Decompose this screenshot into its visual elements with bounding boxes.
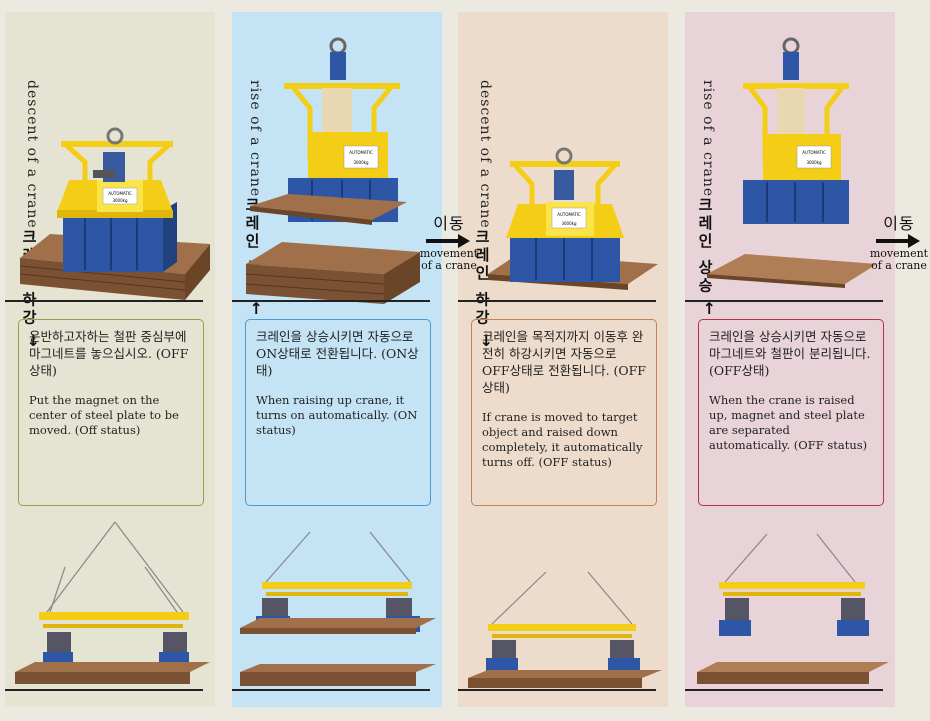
divider: [5, 300, 203, 302]
step-4-text-box: 크레인을 상승시키면 자동으로 마그네트와 철판이 분리됩니다. (OFF상태)…: [698, 319, 884, 506]
spreader-beam-illustration: [468, 571, 662, 688]
movement-indicator-2: 이동 movement of a crane: [868, 210, 930, 272]
spreader-beam-illustration: [697, 533, 889, 684]
step-4-caption: rise of a crane 크레인 상승 ↑: [695, 80, 716, 318]
step-3-panel: descent of a crane 크레인 하강 ↓ AUTOMATIC 30…: [458, 12, 668, 707]
movement-label-ko: 이동: [883, 214, 915, 233]
step-3-text-box: 크레인을 목적지까지 이동후 완전히 하강시키면 자동으로 OFF상태로 전환됩…: [471, 319, 657, 506]
up-arrow-icon: ↑: [702, 299, 716, 319]
magnet-lifting-plate-illustration: AUTOMATIC 3000kg: [245, 37, 420, 304]
step-3-korean-text: 크레인을 목적지까지 이동후 완전히 하강시키면 자동으로 OFF상태로 전환됩…: [482, 329, 646, 395]
movement-label-en-line2: of a crane: [871, 259, 927, 272]
divider: [685, 689, 883, 691]
magnet-label-text: AUTOMATIC: [802, 150, 826, 155]
magnet-label-text: AUTOMATIC: [557, 212, 581, 217]
magnet-released-illustration: AUTOMATIC 3000kg: [707, 37, 877, 288]
magnet-capacity-text: 3000kg: [353, 160, 368, 165]
step-2-caption-en: rise of a crane: [247, 80, 263, 198]
divider: [232, 689, 430, 691]
step-2-english-text: When raising up crane, it turns on autom…: [256, 393, 418, 437]
down-arrow-icon: ↓: [26, 330, 40, 350]
step-2-text-box: 크레인을 상승시키면 자동으로 ON상태로 전환됩니다. (ON상태) When…: [245, 319, 431, 506]
spreader-beam-illustration: [15, 521, 210, 684]
right-arrow-icon: [418, 234, 480, 248]
step-1-korean-text: 운반하고자하는 철판 중심부에 마그네트를 놓으십시오. (OFF 상태): [29, 329, 189, 378]
magnet-capacity-text: 3000kg: [806, 160, 821, 165]
step-1-text-box: 운반하고자하는 철판 중심부에 마그네트를 놓으십시오. (OFF 상태) Pu…: [18, 319, 204, 506]
step-1-caption-en: descent of a crane: [24, 80, 40, 229]
step-1-panel: descent of a crane 크레인 하강 ↓ AUTOMATIC 30…: [5, 12, 215, 707]
step-2-korean-text: 크레인을 상승시키면 자동으로 ON상태로 전환됩니다. (ON상태): [256, 329, 419, 378]
magnet-capacity-text: 3000kg: [561, 221, 576, 226]
movement-indicator-1: 이동 movement of a crane: [418, 210, 480, 272]
right-arrow-icon: [868, 234, 930, 248]
step-4-panel: rise of a crane 크레인 상승 ↑ AUTOMATIC 3000k…: [685, 12, 895, 707]
step-2-panel: rise of a crane 크레인 상승 ↑ AUTOMATIC 3000k…: [232, 12, 442, 707]
step-3-caption: descent of a crane 크레인 하강 ↓: [472, 80, 493, 350]
divider: [232, 300, 430, 302]
movement-label-en-line1: movement: [419, 247, 479, 260]
step-3-caption-en: descent of a crane: [477, 80, 493, 229]
step-4-caption-ko: 크레인 상승: [696, 197, 714, 296]
step-3-caption-ko: 크레인 하강: [473, 228, 491, 327]
step-1-english-text: Put the magnet on the center of steel pl…: [29, 393, 179, 437]
magnet-on-plate-illustration: AUTOMATIC 3000kg: [19, 127, 210, 300]
magnet-lowered-illustration: AUTOMATIC 3000kg: [488, 147, 658, 290]
divider: [458, 300, 656, 302]
down-arrow-icon: ↓: [479, 330, 493, 350]
magnet-label-text: AUTOMATIC: [349, 150, 373, 155]
movement-label-en-line2: of a crane: [421, 259, 477, 272]
divider: [685, 300, 883, 302]
up-arrow-icon: ↑: [249, 299, 263, 319]
divider: [458, 689, 656, 691]
step-4-english-text: When the crane is raised up, magnet and …: [709, 393, 868, 452]
spreader-beam-illustration: [240, 531, 436, 686]
step-4-caption-en: rise of a crane: [700, 80, 716, 198]
magnet-capacity-text: 3000kg: [112, 198, 127, 203]
movement-label-en-line1: movement: [869, 247, 929, 260]
step-4-korean-text: 크레인을 상승시키면 자동으로 마그네트와 철판이 분리됩니다. (OFF상태): [709, 329, 871, 378]
divider: [5, 689, 203, 691]
step-3-english-text: If crane is moved to target object and r…: [482, 410, 643, 469]
movement-label-ko: 이동: [433, 214, 465, 233]
magnet-label-text: AUTOMATIC: [108, 191, 132, 196]
